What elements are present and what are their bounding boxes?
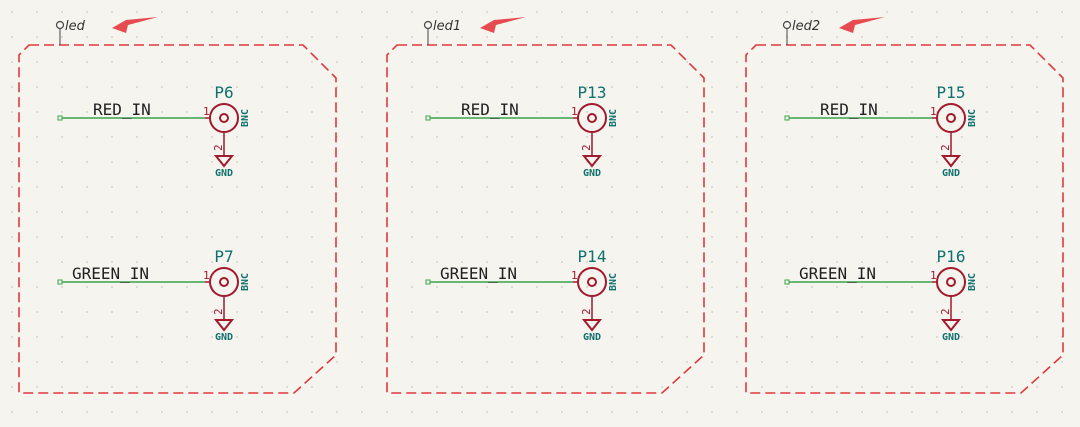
- wire-end-marker: [57, 115, 63, 121]
- pin-number-1: 1: [930, 269, 937, 282]
- connector-center: [587, 113, 597, 123]
- ground-label: GND: [215, 168, 233, 179]
- ground-symbol: [213, 155, 235, 168]
- connector-body: [936, 267, 966, 297]
- ground-symbol: [581, 155, 603, 168]
- pin-number-2: 2: [212, 308, 225, 315]
- connector-value: BNC: [240, 109, 251, 127]
- connector-center: [946, 277, 956, 287]
- pin-number-1: 1: [930, 105, 937, 118]
- connector-value: BNC: [967, 273, 978, 291]
- annotation-arrow-icon: [839, 17, 885, 33]
- ground-label: GND: [942, 332, 960, 343]
- ground-label: GND: [215, 332, 233, 343]
- reference-designator: P7: [214, 247, 233, 266]
- pin-number-1: 1: [203, 105, 210, 118]
- sheet-pin-icon: [55, 20, 65, 30]
- pin-number-2: 2: [212, 144, 225, 151]
- pin-number-1: 1: [571, 269, 578, 282]
- pin-number-1: 1: [203, 269, 210, 282]
- connector-value: BNC: [967, 109, 978, 127]
- bnc-connector[interactable]: 1 2 BNC GND P6: [203, 83, 251, 179]
- sheet-outline: [386, 44, 705, 394]
- sheet-name: led: [65, 19, 86, 34]
- wire-end-marker: [57, 279, 63, 285]
- connector-value: BNC: [608, 109, 619, 127]
- bnc-connector[interactable]: 1 2 BNC GND P16: [930, 247, 978, 343]
- connector-center: [946, 113, 956, 123]
- pin-number-1: 1: [571, 105, 578, 118]
- bnc-connector[interactable]: 1 2 BNC GND P15: [930, 83, 978, 179]
- pin-number-2: 2: [580, 144, 593, 151]
- sheet-pin-icon: [423, 20, 433, 30]
- net-label-bottom: GREEN_IN: [440, 264, 517, 283]
- connector-center: [587, 277, 597, 287]
- connector-center: [219, 113, 229, 123]
- ground-symbol: [940, 155, 962, 168]
- sheet-outline: [745, 44, 1064, 394]
- wire-end-marker: [425, 279, 431, 285]
- connector-body: [209, 103, 239, 133]
- sheet-name: led1: [433, 19, 461, 34]
- grid-dots: [11, 11, 1063, 413]
- net-label-bottom: GREEN_IN: [799, 264, 876, 283]
- bnc-connector[interactable]: 1 2 BNC GND P13: [571, 83, 619, 179]
- pin-number-2: 2: [939, 308, 952, 315]
- connector-body: [936, 103, 966, 133]
- sheet-outline: [18, 44, 337, 394]
- net-label-bottom: GREEN_IN: [72, 264, 149, 283]
- annotation-arrow-icon: [112, 17, 158, 33]
- sheet-name: led2: [792, 19, 820, 34]
- ground-symbol: [213, 319, 235, 332]
- pin-number-2: 2: [580, 308, 593, 315]
- reference-designator: P14: [578, 247, 607, 266]
- pin-number-2: 2: [939, 144, 952, 151]
- ground-label: GND: [942, 168, 960, 179]
- ground-symbol: [940, 319, 962, 332]
- annotation-arrow-icon: [480, 17, 526, 33]
- reference-designator: P16: [937, 247, 966, 266]
- reference-designator: P15: [937, 83, 966, 102]
- net-label-top: RED_IN: [820, 100, 878, 119]
- connector-value: BNC: [608, 273, 619, 291]
- connector-value: BNC: [240, 273, 251, 291]
- connector-body: [577, 103, 607, 133]
- ground-label: GND: [583, 332, 601, 343]
- ground-label: GND: [583, 168, 601, 179]
- wire-end-marker: [425, 115, 431, 121]
- connector-center: [219, 277, 229, 287]
- ground-symbol: [581, 319, 603, 332]
- net-label-top: RED_IN: [93, 100, 151, 119]
- bnc-connector[interactable]: 1 2 BNC GND P7: [203, 247, 251, 343]
- reference-designator: P13: [578, 83, 607, 102]
- connector-body: [577, 267, 607, 297]
- reference-designator: P6: [214, 83, 233, 102]
- wire-end-marker: [784, 115, 790, 121]
- bnc-connector[interactable]: 1 2 BNC GND P14: [571, 247, 619, 343]
- connector-body: [209, 267, 239, 297]
- sheet-pin-icon: [782, 20, 792, 30]
- net-label-top: RED_IN: [461, 100, 519, 119]
- wire-end-marker: [784, 279, 790, 285]
